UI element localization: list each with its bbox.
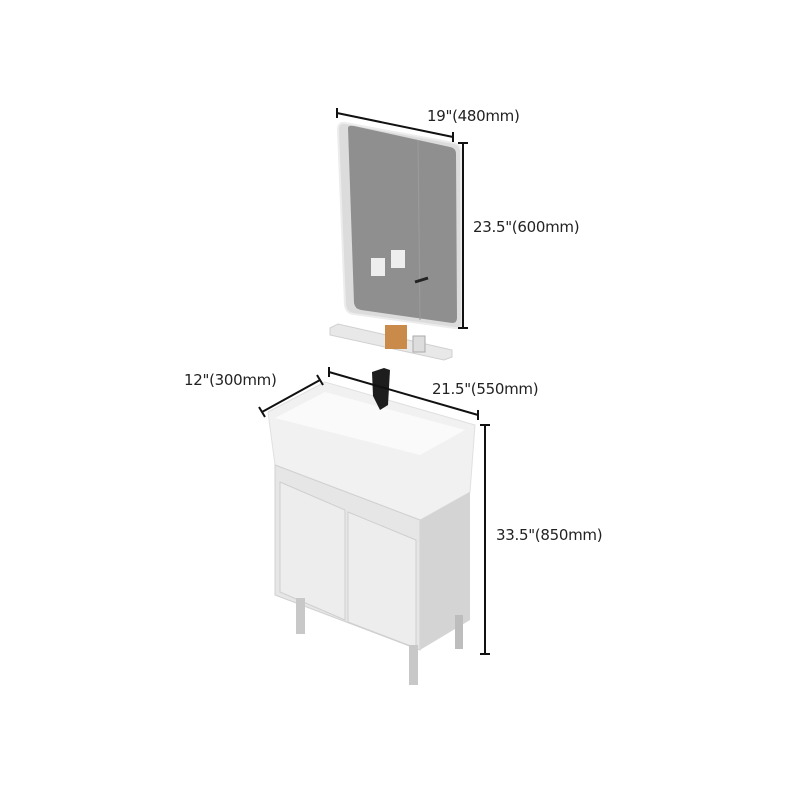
vanity-height-label: 33.5"(850mm) <box>496 526 603 544</box>
shelf-box <box>385 325 407 349</box>
mirror-height-label: 23.5"(600mm) <box>473 218 580 236</box>
mirror-width-label: 19"(480mm) <box>427 107 520 125</box>
mirror <box>336 121 464 330</box>
dimension-lines <box>258 108 490 655</box>
faucet <box>372 368 390 410</box>
cabinet <box>274 464 470 685</box>
vanity-width-label: 21.5"(550mm) <box>432 380 539 398</box>
shelf <box>329 323 453 361</box>
vanity-depth-label: 12"(300mm) <box>184 371 277 389</box>
outlet-reflection <box>371 258 385 276</box>
